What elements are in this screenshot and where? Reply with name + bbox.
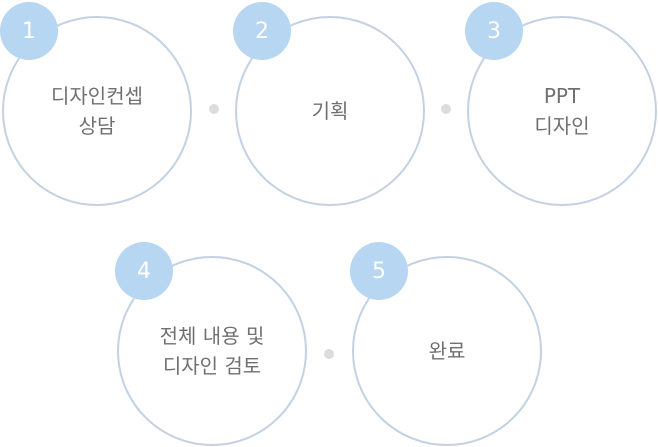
step-1: 디자인컨셉 상담 1 <box>0 2 192 206</box>
step-number-badge: 1 <box>0 2 58 60</box>
connector-dot <box>441 104 451 114</box>
step-number-badge: 5 <box>350 242 408 300</box>
connector-dot <box>324 349 334 359</box>
step-label: 디자인컨셉 상담 <box>51 84 143 138</box>
step-label: 전체 내용 및 디자인 검토 <box>159 324 265 378</box>
step-label: 완료 <box>428 339 466 363</box>
step-label: PPT 디자인 <box>534 84 590 138</box>
step-number-badge: 4 <box>115 242 173 300</box>
step-circle: 기획 <box>235 16 425 206</box>
step-5: 완료 5 <box>350 242 542 446</box>
step-3: PPT 디자인 3 <box>465 2 657 206</box>
step-4: 전체 내용 및 디자인 검토 4 <box>115 242 307 446</box>
connector-dot <box>209 104 219 114</box>
step-number-badge: 2 <box>233 2 291 60</box>
step-label: 기획 <box>311 99 349 123</box>
step-number-badge: 3 <box>465 2 523 60</box>
step-2: 기획 2 <box>233 2 425 206</box>
